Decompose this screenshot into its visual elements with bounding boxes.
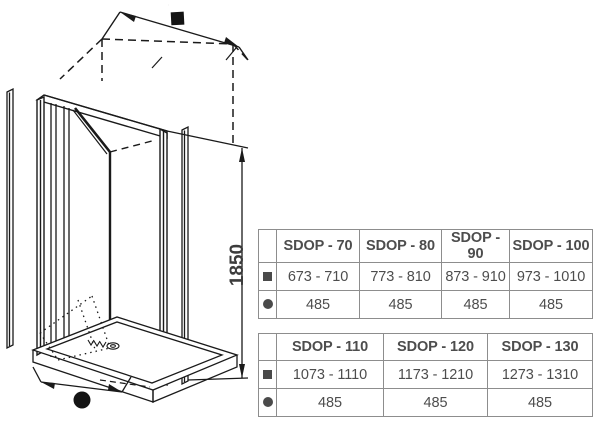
cell-width-sdop-90: 873 - 910: [441, 262, 510, 291]
filled-square-marker-icon: [263, 369, 272, 379]
depth-marker-circle-icon: [73, 391, 91, 409]
cell-depth-sdop-100: 485: [509, 290, 593, 319]
door-swing-dashed: [109, 140, 153, 153]
cell-depth-sdop-110: 485: [276, 388, 384, 417]
shower-enclosure-drawing: [6, 11, 249, 409]
tray-drain: [106, 342, 120, 350]
filled-circle-marker-icon: [262, 299, 273, 310]
cell-depth-sdop-80: 485: [359, 290, 442, 319]
model-header-sdop-70: SDOP - 70: [276, 229, 360, 263]
dimension-tick-2: [151, 56, 163, 69]
dimension-tick: [225, 47, 237, 61]
model-header-sdop-100: SDOP - 100: [509, 229, 593, 263]
table-row: 485 485 485 485: [258, 290, 593, 319]
open-door-panel-thin-edge: [72, 109, 108, 155]
model-header-sdop-120: SDOP - 120: [383, 333, 488, 361]
marker-column-header: [258, 333, 277, 361]
filled-circle-marker-icon: [262, 397, 273, 408]
depth-dimension-extension-dashed: [99, 379, 151, 388]
depth-dimension-arrowheads: [41, 382, 122, 392]
cell-width-sdop-100: 973 - 1010: [509, 262, 593, 291]
row-marker-square: [258, 360, 277, 389]
width-dimension-line: [101, 11, 249, 61]
cell-depth-sdop-130: 485: [487, 388, 593, 417]
cell-depth-sdop-90: 485: [441, 290, 510, 319]
row-marker-circle: [258, 388, 277, 417]
left-wall-profile: [6, 87, 14, 350]
width-dimension-arrowheads: [120, 12, 239, 47]
marker-column-header: [258, 229, 277, 263]
width-marker-square-icon: [170, 11, 185, 26]
enclosure-left-jamb: [36, 95, 45, 357]
cell-width-sdop-70: 673 - 710: [276, 262, 360, 291]
model-header-sdop-90: SDOP - 90: [441, 229, 510, 263]
table-row: 1073 - 1110 1173 - 1210 1273 - 1310: [258, 360, 593, 389]
cell-width-sdop-80: 773 - 810: [359, 262, 442, 291]
cell-width-sdop-120: 1173 - 1210: [383, 360, 488, 389]
table-header-row: SDOP - 70 SDOP - 80 SDOP - 90 SDOP - 100: [258, 229, 593, 263]
tray-chevrons: [87, 339, 107, 349]
model-header-sdop-80: SDOP - 80: [359, 229, 442, 263]
sliding-panel-rails: [50, 103, 70, 361]
open-door-panel: [73, 107, 112, 153]
row-marker-square: [258, 262, 277, 291]
size-table-1: SDOP - 70 SDOP - 80 SDOP - 90 SDOP - 100…: [258, 229, 593, 319]
filled-square-marker-icon: [263, 271, 272, 281]
cell-depth-sdop-120: 485: [383, 388, 488, 417]
model-header-sdop-130: SDOP - 130: [487, 333, 593, 361]
height-dimension-label: 1850: [227, 243, 248, 287]
cell-depth-sdop-70: 485: [276, 290, 360, 319]
table-row: 485 485 485: [258, 388, 593, 417]
cell-width-sdop-130: 1273 - 1310: [487, 360, 593, 389]
glass-panel-dotted-hint: [39, 295, 111, 361]
height-dimension-line: [166, 130, 249, 381]
model-header-sdop-110: SDOP - 110: [276, 333, 384, 361]
row-marker-circle: [258, 290, 277, 319]
table-header-row: SDOP - 110 SDOP - 120 SDOP - 130: [258, 333, 593, 361]
cell-width-sdop-110: 1073 - 1110: [276, 360, 384, 389]
size-table-2: SDOP - 110 SDOP - 120 SDOP - 130 1073 - …: [258, 333, 593, 417]
shower-tray: [31, 316, 239, 403]
table-row: 673 - 710 773 - 810 873 - 910 973 - 1010: [258, 262, 593, 291]
height-dimension-arrowheads: [239, 148, 245, 378]
